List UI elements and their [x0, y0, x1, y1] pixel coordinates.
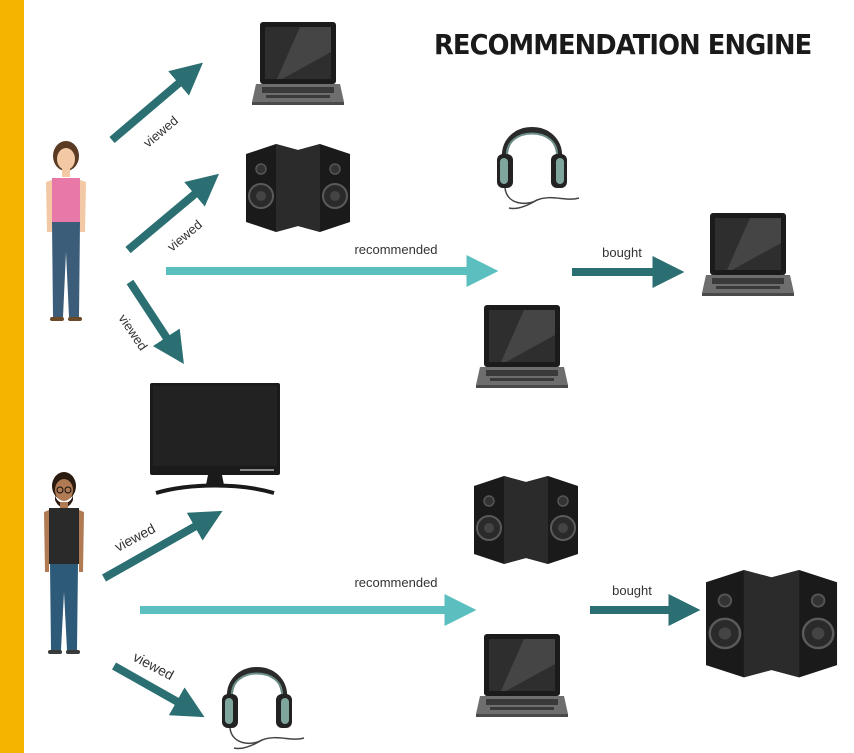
- viewed-arrow-laptop: [109, 62, 203, 144]
- diagram-title: RECOMMENDATION ENGINE: [434, 28, 812, 61]
- viewed-laptop: [252, 22, 344, 105]
- viewed-headphones: [222, 670, 304, 749]
- recommended-laptop-top: [476, 305, 568, 388]
- viewed-monitor: [148, 381, 282, 495]
- viewed-speakers: [245, 143, 351, 233]
- recommended-headphones: [497, 130, 579, 209]
- woman-user-figure: [46, 141, 86, 321]
- recommended-label-bottom: recommended: [354, 575, 437, 590]
- bought-label-bottom: bought: [612, 583, 652, 598]
- viewed-arrow-speakers: [125, 173, 220, 254]
- bought-label-top: bought: [602, 245, 642, 260]
- recommended-label-top: recommended: [354, 242, 437, 257]
- viewed-arrow-monitor: [126, 279, 184, 365]
- bought-laptop: [702, 213, 794, 296]
- viewed-label-2: viewed: [164, 217, 205, 255]
- viewed-label-3: viewed: [116, 311, 151, 353]
- viewed-arrow-headphones: [112, 662, 205, 718]
- viewed-arrow-monitor-2: [102, 510, 223, 582]
- viewed-label-1: viewed: [140, 113, 181, 151]
- recommended-speakers: [473, 475, 579, 565]
- recommended-laptop-bottom: [476, 634, 568, 717]
- bought-speakers: [704, 568, 839, 679]
- man-user-figure: [43, 471, 85, 655]
